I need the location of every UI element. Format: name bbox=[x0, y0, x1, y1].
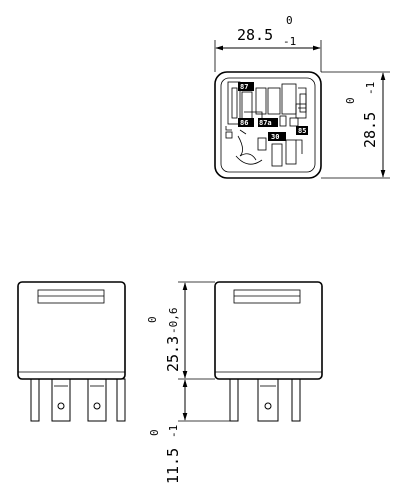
body-height-tol-upper: 0 bbox=[146, 316, 159, 323]
pin-length-tol-lower: -1 bbox=[167, 425, 180, 438]
top-height-value: 28.5 bbox=[361, 112, 379, 148]
pin-length-value: 11.5 bbox=[164, 448, 182, 484]
top-view: 28.5 0 -1 28.5 0 -1 87 bbox=[214, 14, 390, 179]
top-width-tol-lower: -1 bbox=[283, 35, 296, 48]
side-dimensions: 25.3 0 -0,6 11.5 0 -1 bbox=[146, 281, 230, 484]
pin-label-86: 86 bbox=[240, 119, 248, 127]
pin-label-87a: 87a bbox=[259, 119, 272, 127]
top-width-tol-upper: 0 bbox=[286, 14, 293, 27]
pin-length-tol-upper: 0 bbox=[148, 429, 161, 436]
side-view-left bbox=[17, 281, 126, 422]
relay-top-outline bbox=[214, 71, 322, 179]
pin-layout: 87 86 87a 85 30 bbox=[225, 81, 308, 167]
pin-label-30: 30 bbox=[271, 133, 279, 141]
top-width-value: 28.5 bbox=[237, 26, 273, 44]
body-height-value: 25.3 bbox=[164, 336, 182, 372]
top-height-tol-lower: -1 bbox=[364, 82, 377, 95]
top-height-tol-upper: 0 bbox=[344, 97, 357, 104]
relay-side-right-body bbox=[214, 281, 323, 380]
side-view-right bbox=[214, 281, 323, 422]
relay-side-left-body bbox=[17, 281, 126, 380]
pin-label-87: 87 bbox=[240, 83, 248, 91]
body-height-tol-lower: -0,6 bbox=[167, 308, 180, 335]
pin-label-85: 85 bbox=[298, 127, 306, 135]
